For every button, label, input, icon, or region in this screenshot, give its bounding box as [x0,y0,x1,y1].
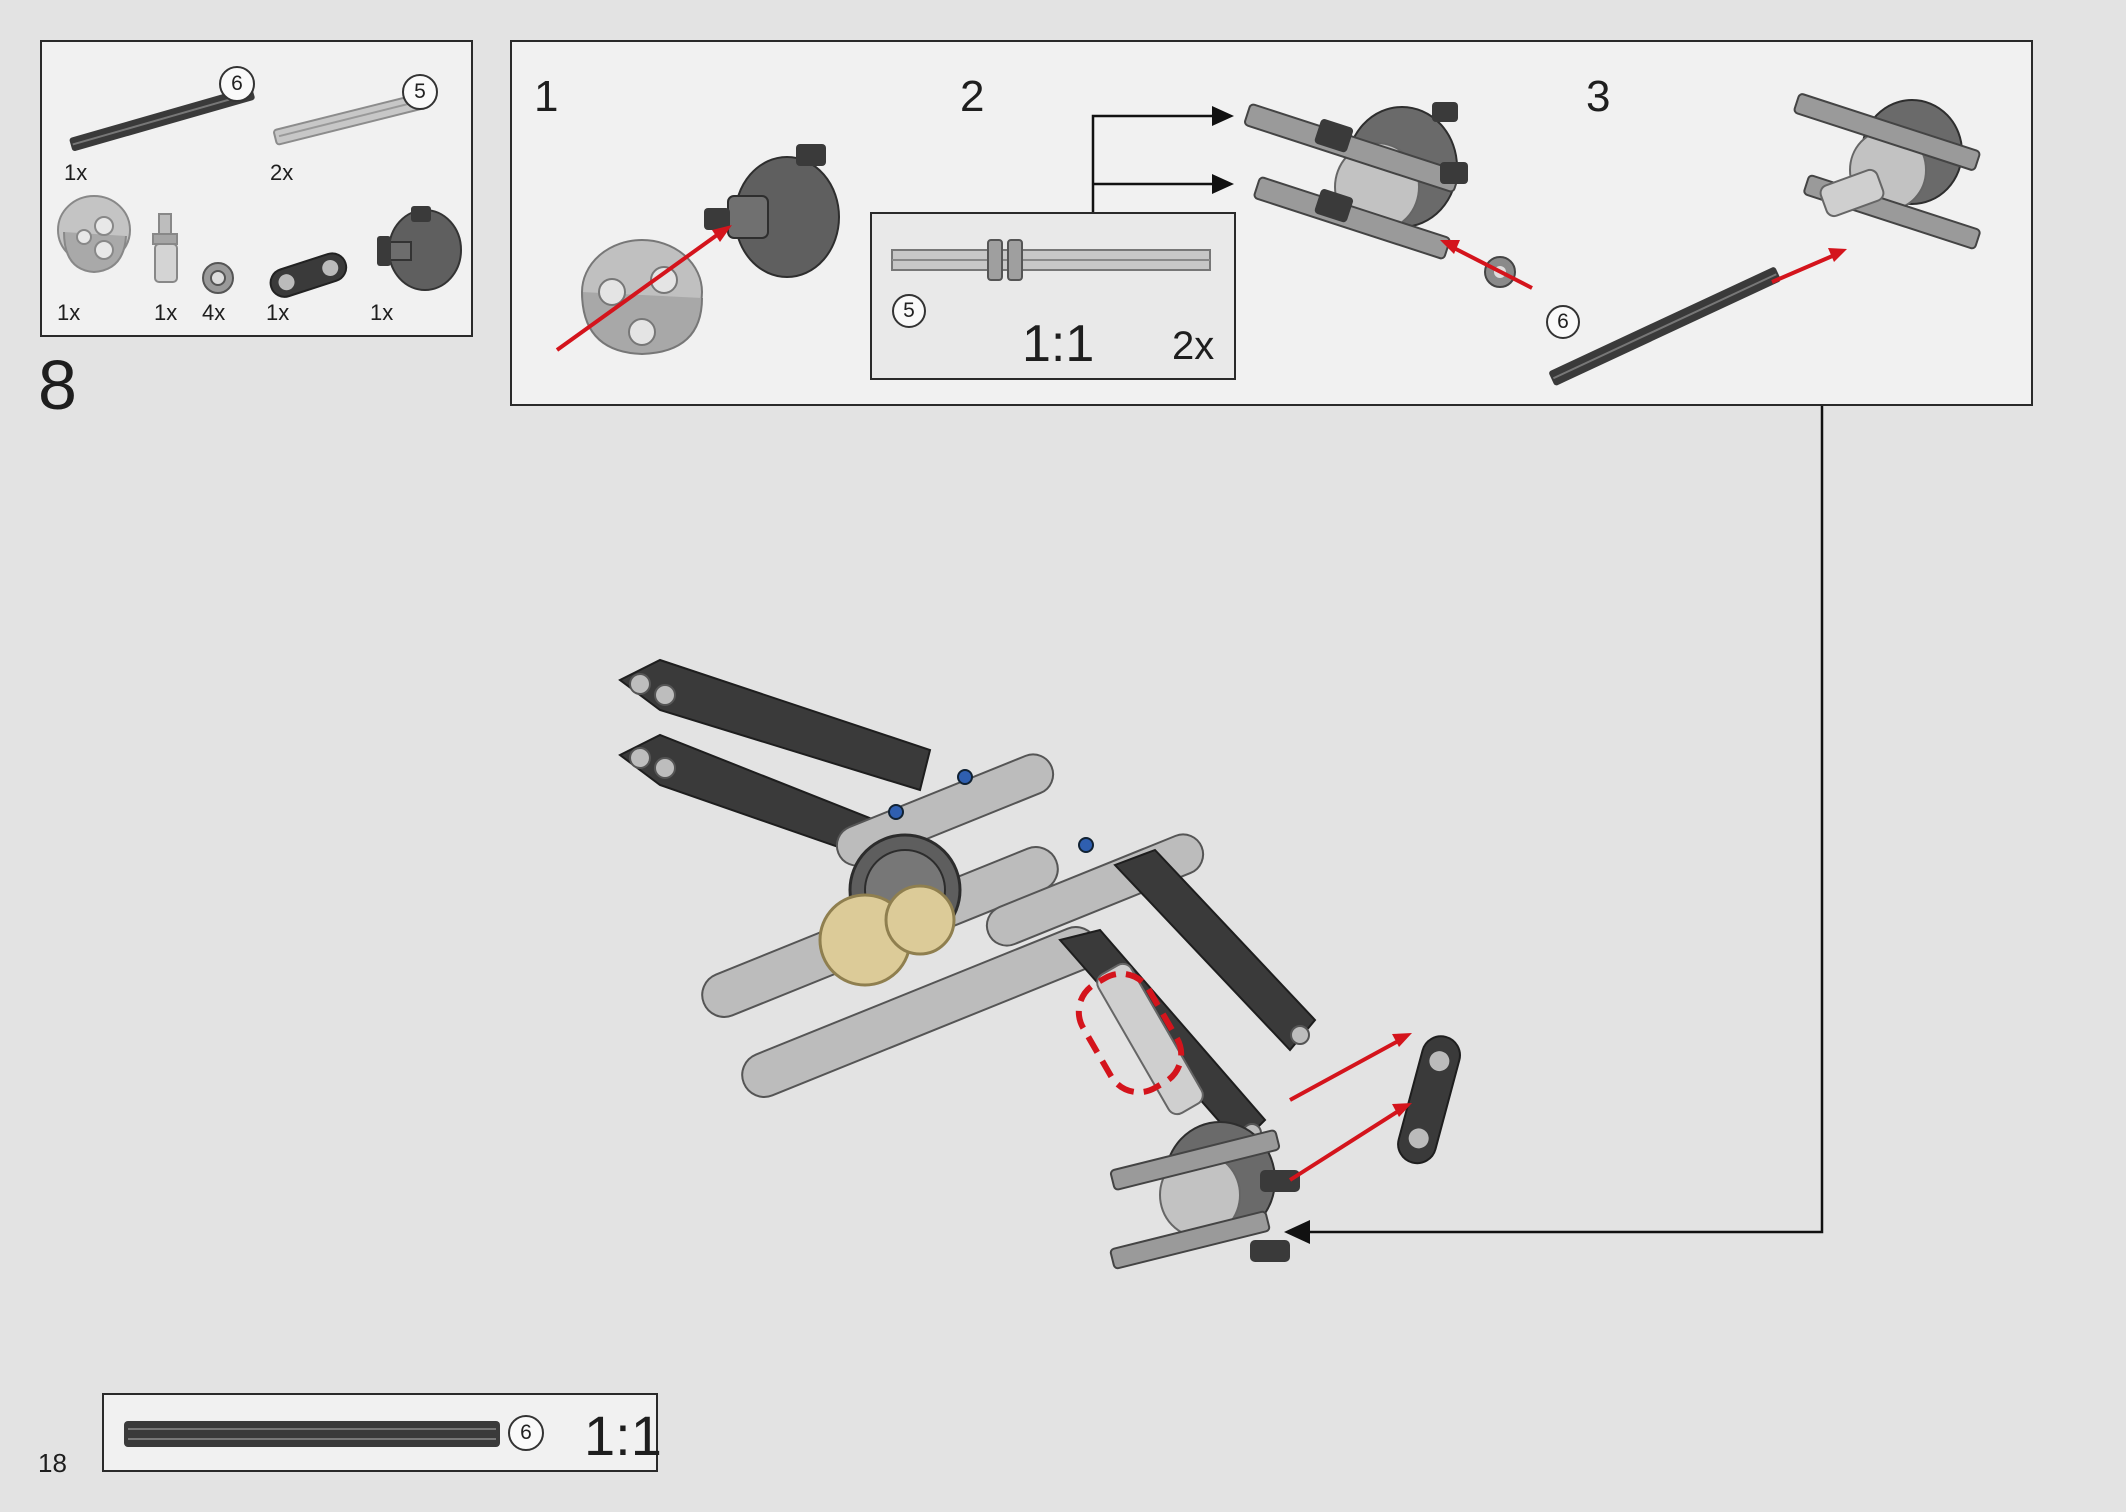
part-qty: 4x [202,300,226,325]
subassembly-panel: 1 2 3 5 1:1 2x [510,40,2033,406]
axle-length-6-badge: 6 [1546,305,1580,339]
substep-1-illustration [555,144,840,356]
axle-length-5-badge: 5 [892,294,926,328]
substep-number: 2 [960,72,985,121]
bush-part-icon [202,262,234,294]
axle-length-6-badge: 6 [508,1415,544,1451]
differential-half-part-icon [57,195,131,274]
axle-6-ruler [124,1421,500,1447]
connector-link-part-icon [269,252,348,298]
axle-5-ruler [891,239,1211,281]
callout-connector-lines [1091,106,1234,212]
part-qty: 2x [270,160,294,185]
step-number: 8 [38,346,77,424]
substep-number: 3 [1586,72,1611,121]
substep-3-illustration [1549,93,1981,386]
multiplier-label: 2x [1172,324,1215,368]
axle-length-5-badge: 5 [402,74,438,110]
part-qty: 1x [370,300,394,325]
part-qty: 1x [57,300,81,325]
part-qty: 1x [154,300,178,325]
part-qty: 1x [266,300,290,325]
differential-housing-part-icon [377,206,462,291]
axle-5-part-icon [273,91,431,146]
page-number: 18 [38,1448,67,1478]
main-assembly-illustration [618,658,1461,1270]
axle-6-part-icon [69,86,255,152]
scale-label: 1:1 [1022,315,1095,373]
axle-pin-part-icon [152,213,178,283]
axle-callout-box: 5 1:1 2x [870,212,1236,380]
scale-label: 1:1 [584,1404,662,1467]
parts-list-panel: 6 1x 5 2x 1x 1x 4x 1x [40,40,473,337]
substep-2-illustration [1244,102,1533,290]
axle-ruler-panel: 6 1:1 [102,1393,662,1472]
substep-number: 1 [534,72,559,121]
part-qty: 1x [64,160,88,185]
axle-length-6-badge: 6 [219,66,255,102]
